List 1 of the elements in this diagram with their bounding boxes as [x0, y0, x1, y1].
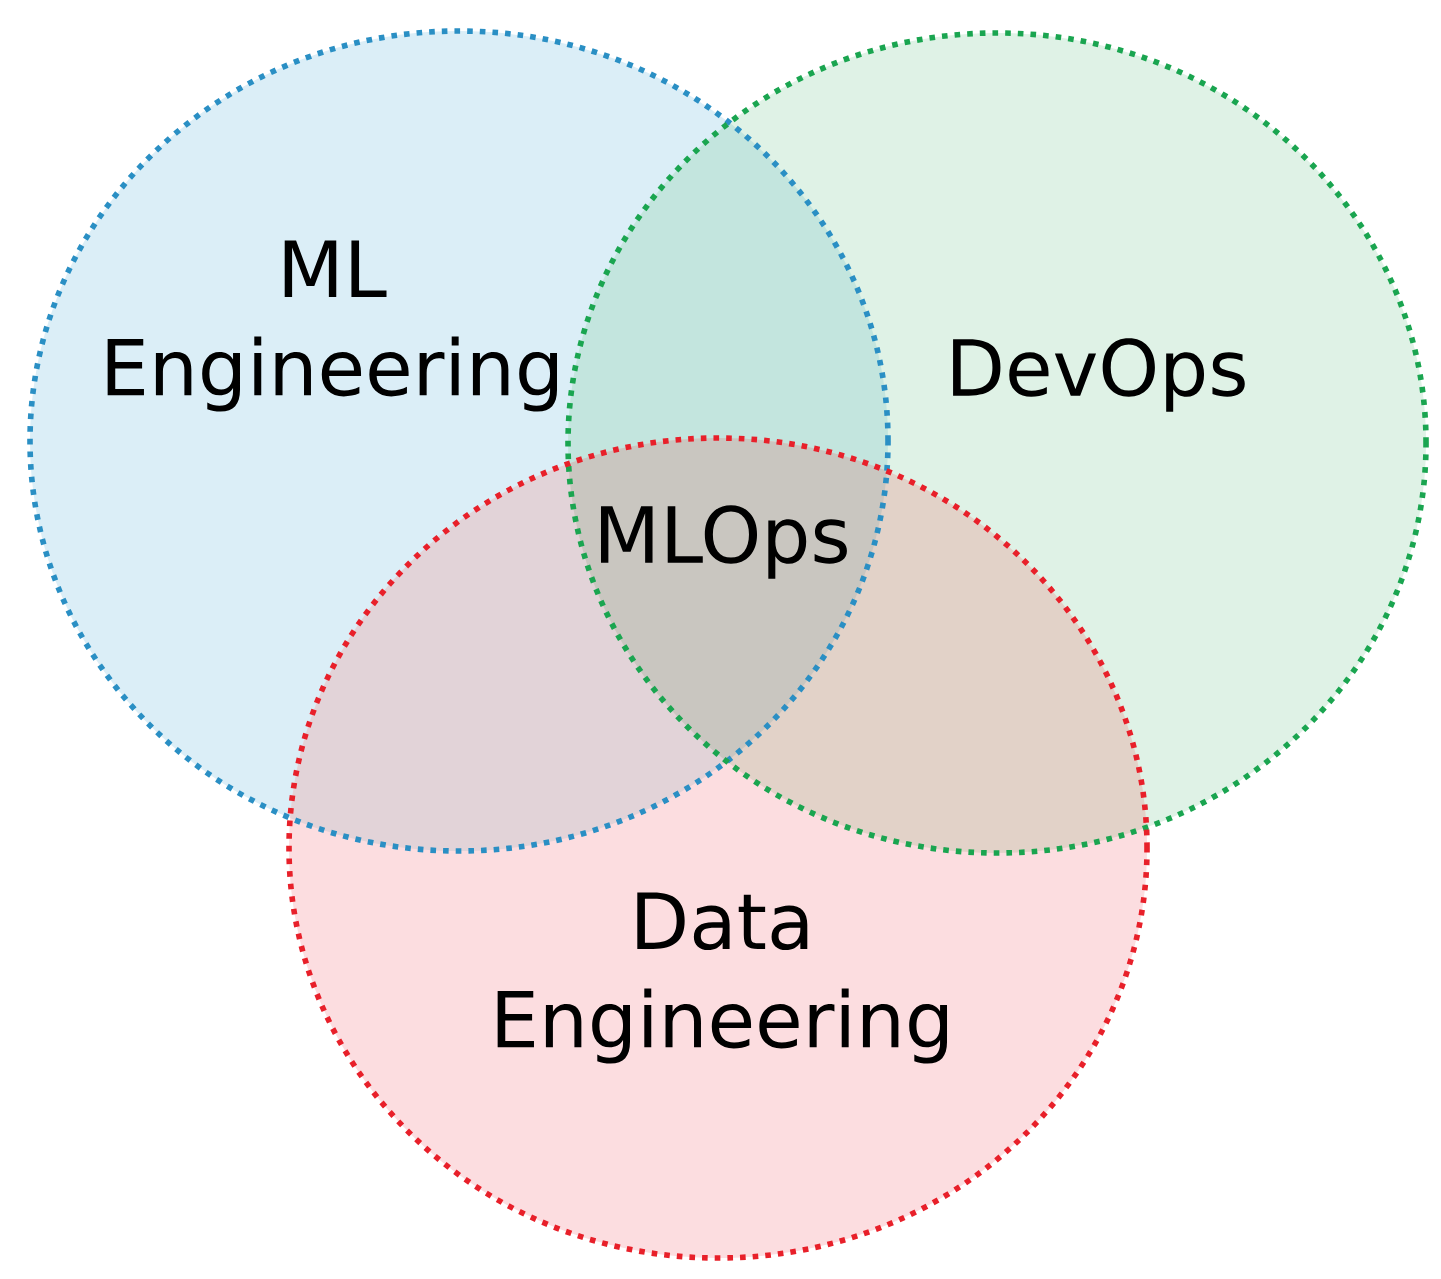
overlap-label: MLOps: [601, 505, 847, 579]
